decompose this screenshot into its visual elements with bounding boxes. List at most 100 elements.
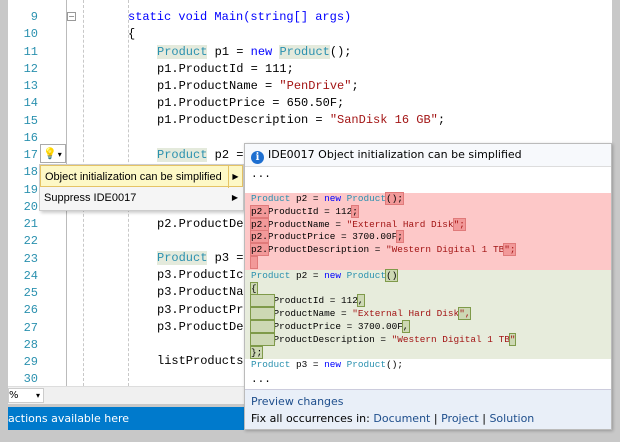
code-text: { xyxy=(250,281,258,295)
fix-solution-link[interactable]: Solution xyxy=(489,412,535,425)
separator: | xyxy=(482,412,486,425)
preview-changes-link[interactable]: Preview changes xyxy=(251,395,344,408)
status-text: actions available here xyxy=(8,412,130,425)
code-line: Product p2 = xyxy=(157,148,243,162)
fix-document-link[interactable]: Document xyxy=(373,412,431,425)
line-number: 29 xyxy=(23,355,38,369)
diff-line: { xyxy=(245,281,611,296)
info-icon: i xyxy=(251,151,264,164)
code-text: }; xyxy=(249,345,264,359)
code-text: "PenDrive" xyxy=(279,79,352,93)
line-number: 20 xyxy=(23,199,38,214)
diff-line xyxy=(245,255,611,270)
zoom-dropdown[interactable]: % ▾ xyxy=(8,388,44,403)
code-text: p1 = xyxy=(207,45,251,59)
code-text: ProductPrice = 3700.00F xyxy=(273,320,403,332)
code-text: (); xyxy=(329,45,352,59)
code-line: { xyxy=(128,27,135,41)
code-line: listProducts xyxy=(157,354,244,368)
code-text: p3 = xyxy=(290,359,325,371)
code-text: Product xyxy=(341,193,387,204)
diff-line: ProductId = 112, xyxy=(245,294,611,308)
menu-item-suppress[interactable]: Suppress IDE0017 ▶ xyxy=(40,187,243,209)
diff-line: }; xyxy=(245,345,611,360)
line-number: 25 xyxy=(23,286,38,300)
removed-marker xyxy=(250,255,258,269)
code-line: Product p1 = new Product(); xyxy=(157,45,351,59)
code-text: p1.ProductName = xyxy=(157,79,280,93)
line-number: 19 xyxy=(23,182,38,197)
menu-item-label: Suppress IDE0017 xyxy=(44,192,137,204)
code-line: Product p3 = xyxy=(157,251,243,265)
diff-line: p2.ProductPrice = 3700.00F; xyxy=(245,230,611,244)
separator: | xyxy=(433,412,438,425)
code-text: "External Hard Disk xyxy=(352,308,460,320)
code-text: ; xyxy=(351,204,359,218)
line-number: 26 xyxy=(23,303,38,318)
code-text: p1.ProductDescription = xyxy=(157,113,330,127)
code-text: ; xyxy=(437,113,446,127)
diff-line: Product p2 = new Product(); xyxy=(245,192,611,206)
code-text: Product xyxy=(157,45,208,59)
lightbulb-button[interactable]: 💡▾ xyxy=(40,144,66,163)
line-number: 27 xyxy=(23,320,38,335)
code-text: new xyxy=(324,359,342,371)
code-text: p2. xyxy=(250,204,269,218)
code-text: Product xyxy=(251,269,291,281)
ellipsis: ... xyxy=(251,169,271,181)
chevron-right-icon: ▶ xyxy=(231,193,238,202)
code-text: new xyxy=(250,45,273,59)
line-number: 24 xyxy=(23,268,38,283)
code-text: new xyxy=(324,193,342,204)
line-number: 14 xyxy=(23,96,38,111)
code-text: Product xyxy=(341,269,387,281)
line-number: 12 xyxy=(23,61,38,76)
code-text: ; xyxy=(351,79,359,93)
code-text: ProductDescription = xyxy=(267,244,387,256)
code-text: { xyxy=(128,27,136,41)
code-text: () xyxy=(385,268,399,282)
code-text: Product xyxy=(251,193,291,204)
code-text: , xyxy=(356,294,365,308)
added-marker xyxy=(250,307,275,321)
fix-all-label: Fix all occurrences in: xyxy=(251,412,370,425)
code-line: p1.ProductPrice = 650.50F; xyxy=(157,96,345,110)
line-number: 23 xyxy=(23,251,38,266)
code-text: "Western Digital 1 TB xyxy=(386,244,505,256)
diff-line: ProductName = "External Hard Disk", xyxy=(245,307,611,321)
chevron-right-icon: ▶ xyxy=(228,166,242,188)
code-text: "SanDisk 16 GB" xyxy=(329,113,438,127)
code-text: ProductName = xyxy=(267,218,347,230)
horizontal-scrollbar[interactable]: % ▾ xyxy=(8,386,244,404)
line-number: 13 xyxy=(23,79,38,93)
code-line: p1.ProductId = 111; xyxy=(157,62,294,76)
popup-footer: Preview changes Fix all occurrences in: … xyxy=(245,389,611,429)
code-text: "External Hard Disk xyxy=(346,218,454,230)
code-text: Product xyxy=(279,45,330,59)
diagnostic-id: IDE0017 xyxy=(268,148,315,161)
code-text: (); xyxy=(386,359,403,371)
diff-line: p2.ProductDescription = "Western Digital… xyxy=(245,243,611,257)
code-text: ProductDescription = xyxy=(273,333,392,345)
removed-block: Product p2 = new Product(); p2.ProductId… xyxy=(245,192,611,270)
code-text: Product xyxy=(157,251,208,265)
line-number: 30 xyxy=(23,372,38,386)
collapse-icon[interactable]: − xyxy=(67,12,76,21)
ellipsis: ... xyxy=(251,374,271,387)
code-line: p1.ProductDescription = "SanDisk 16 GB"; xyxy=(157,113,445,127)
line-number: 9 xyxy=(30,10,38,24)
line-number: 17 xyxy=(23,148,38,162)
code-text: ProductName = xyxy=(273,308,353,320)
code-text: "; xyxy=(452,217,466,231)
menu-item-simplify-initialization[interactable]: Object initialization can be simplified▶ xyxy=(40,165,243,188)
code-text: p2 = xyxy=(290,269,325,281)
code-text: ; xyxy=(396,230,404,244)
code-text: p2. xyxy=(250,230,269,244)
line-number: 21 xyxy=(23,217,38,231)
fix-project-link[interactable]: Project xyxy=(441,412,479,425)
code-line: p3.ProductPr xyxy=(157,303,244,317)
zoom-value: % xyxy=(9,390,19,401)
code-text: ", xyxy=(458,307,472,321)
